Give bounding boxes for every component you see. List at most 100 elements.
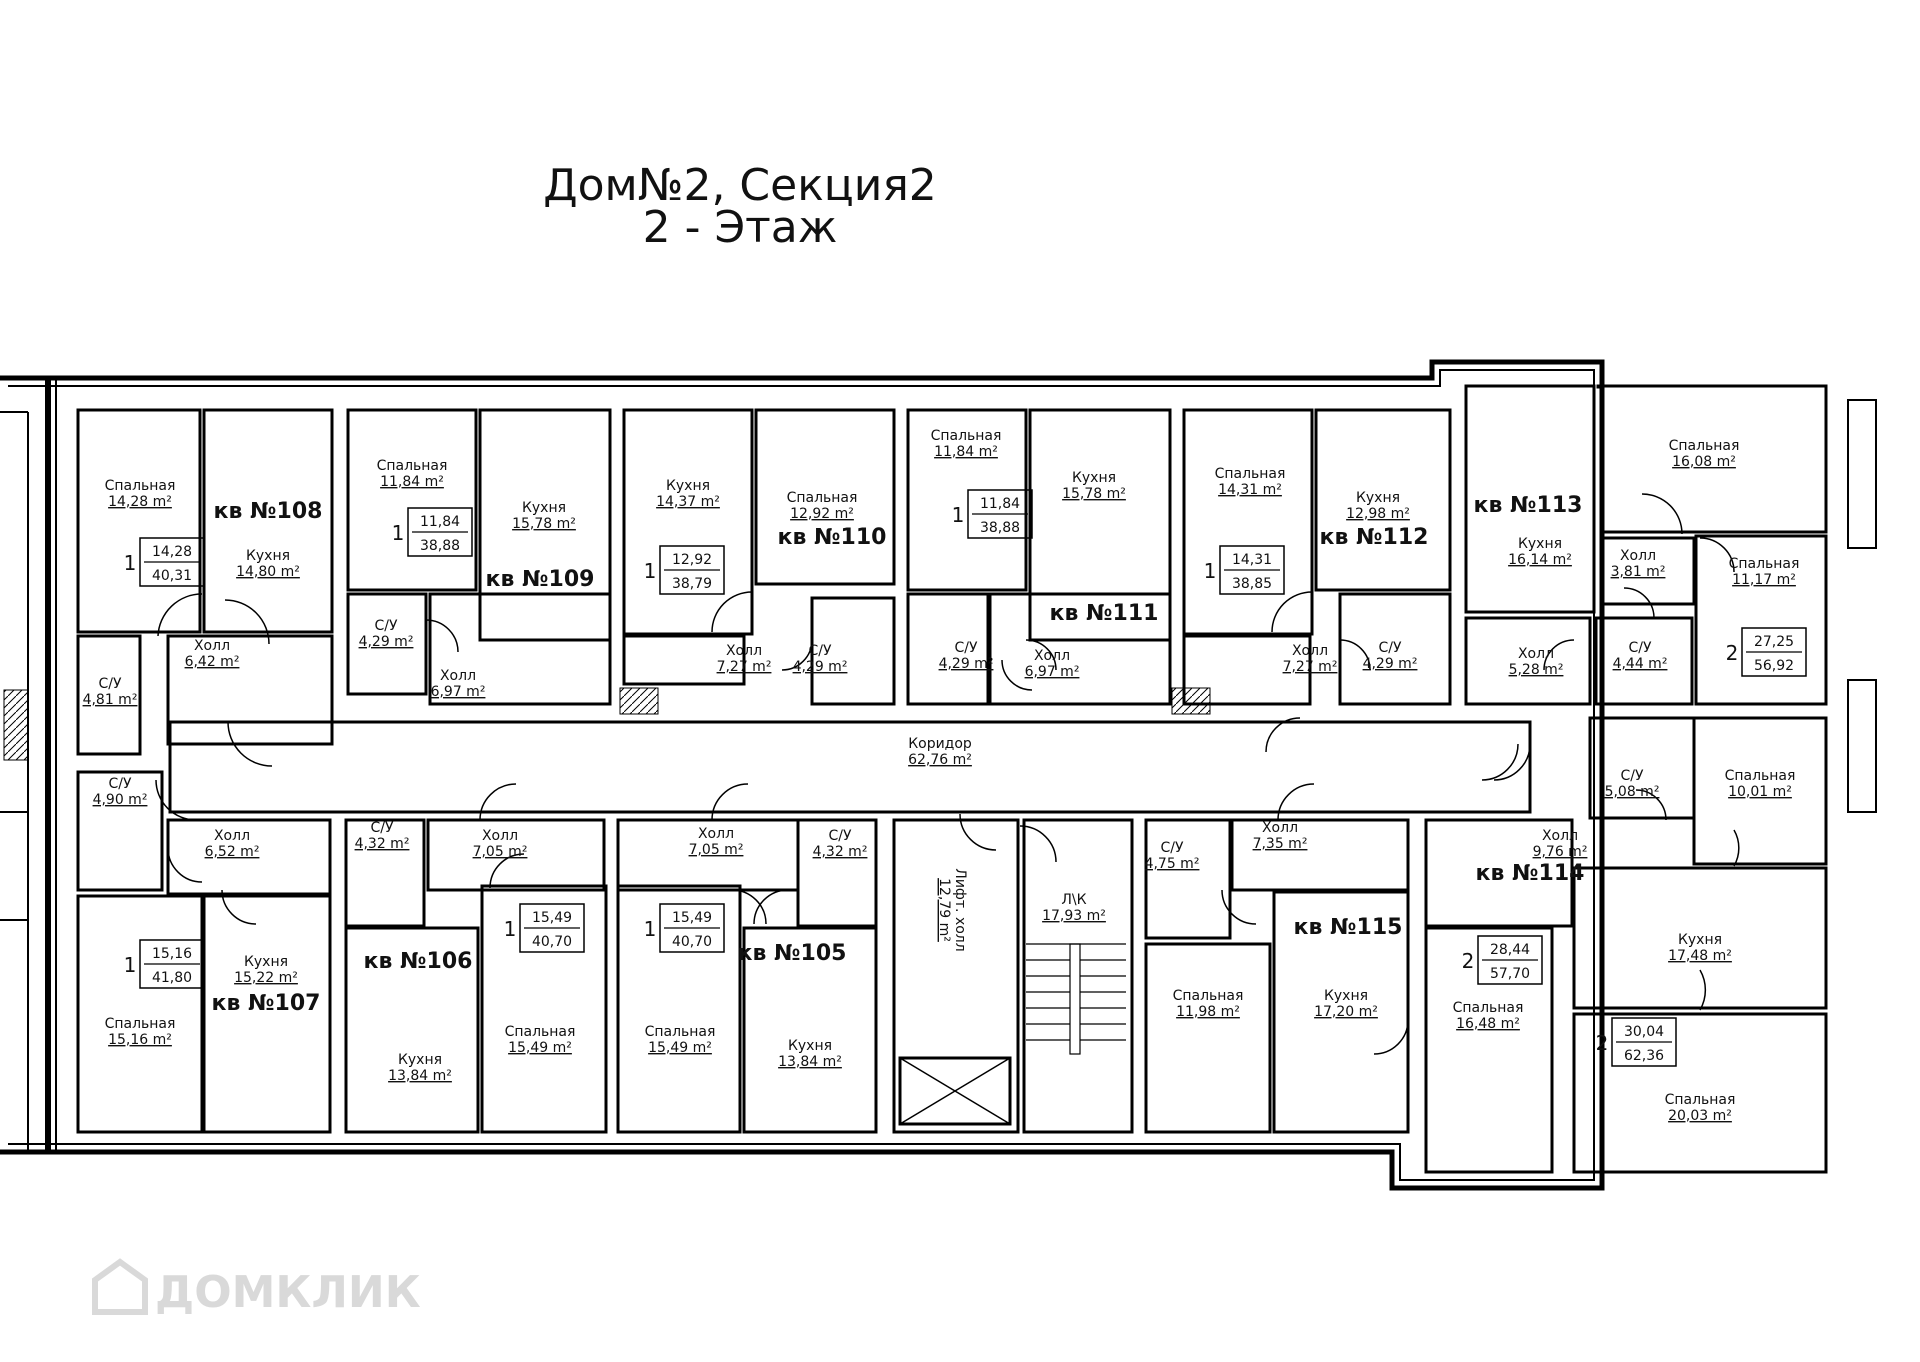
room-area: 11,84 m² [380, 474, 444, 490]
tag-frame [407, 507, 473, 557]
floor-label: 2 - Этаж [643, 202, 838, 253]
room-area: 4,29 m² [359, 634, 414, 650]
room-name: Холл [698, 826, 734, 842]
apartment-summary-tag [139, 939, 205, 989]
living-area: 27,25 [1754, 634, 1794, 650]
room-name: Холл [1542, 828, 1578, 844]
living-area: 11,84 [980, 496, 1020, 512]
room-name: Спальная [377, 458, 448, 474]
room-name: Холл [440, 668, 476, 684]
room-area: 15,78 m² [512, 516, 576, 532]
room-area: 16,14 m² [1508, 552, 1572, 568]
room-name: С/У [370, 820, 393, 836]
room-area: 4,29 m² [793, 659, 848, 675]
room-area: 14,31 m² [1218, 482, 1282, 498]
room-area: 14,28 m² [108, 494, 172, 510]
tag-frame [139, 939, 205, 989]
room-area: 17,20 m² [1314, 1004, 1378, 1020]
room-name: Спальная [931, 428, 1002, 444]
room-name: Спальная [105, 1016, 176, 1032]
tag-frame [659, 545, 725, 595]
stairs-area: 17,93 m² [1042, 908, 1106, 924]
room-name: С/У [808, 643, 831, 659]
apartment-number: кв №114 [1476, 861, 1585, 886]
room-name: Спальная [1453, 1000, 1524, 1016]
room-area: 4,81 m² [83, 692, 138, 708]
room-name: Кухня [522, 500, 566, 516]
room-name: С/У [1628, 640, 1651, 656]
duct-hatch [1171, 687, 1211, 715]
room-name: С/У [1160, 840, 1183, 856]
room-count: 2 [1596, 1031, 1609, 1055]
room-name: Спальная [1173, 988, 1244, 1004]
room-name: Спальная [1669, 438, 1740, 454]
room-name: Холл [194, 638, 230, 654]
apartment-summary-tag [1611, 1017, 1677, 1067]
room-area: 15,49 m² [508, 1040, 572, 1056]
room-name: С/У [954, 640, 977, 656]
lift-hall-name: Лифт. холл [952, 868, 968, 951]
plan-title: Дом№2, Секция2 [543, 160, 937, 211]
total-area: 56,92 [1754, 658, 1794, 674]
room-area: 9,76 m² [1533, 844, 1588, 860]
tag-frame [1611, 1017, 1677, 1067]
room-name: Спальная [1729, 556, 1800, 572]
room-area: 6,52 m² [205, 844, 260, 860]
room-area: 4,32 m² [813, 844, 868, 860]
room-name: Холл [726, 643, 762, 659]
corridor-area: 62,76 m² [908, 752, 972, 768]
apartment-number: кв №106 [364, 949, 473, 974]
total-area: 38,79 [672, 576, 712, 592]
room-name: Спальная [1725, 768, 1796, 784]
room-area: 7,05 m² [689, 842, 744, 858]
room-area: 11,17 m² [1732, 572, 1796, 588]
total-area: 40,31 [152, 568, 192, 584]
room-name: Холл [482, 828, 518, 844]
room-name: Спальная [645, 1024, 716, 1040]
room-area: 3,81 m² [1611, 564, 1666, 580]
tag-frame [967, 489, 1033, 539]
room-name: Холл [1292, 643, 1328, 659]
room-count: 2 [1462, 949, 1475, 973]
room-name: С/У [1620, 768, 1643, 784]
total-area: 62,36 [1624, 1048, 1664, 1064]
living-area: 11,84 [420, 514, 460, 530]
room-area: 13,84 m² [778, 1054, 842, 1070]
lift-hall-area: 12,79 m² [936, 878, 952, 942]
building-outline [0, 359, 1877, 1191]
living-area: 14,28 [152, 544, 192, 560]
stairs-name: Л\К [1061, 892, 1086, 908]
apartment-number: кв №112 [1320, 525, 1429, 550]
room-name: Кухня [246, 548, 290, 564]
room-area: 4,32 m² [355, 836, 410, 852]
room-name: Холл [1034, 648, 1070, 664]
tag-frame [1219, 545, 1285, 595]
room-area: 14,80 m² [236, 564, 300, 580]
room-name: Кухня [666, 478, 710, 494]
room-count: 1 [504, 917, 517, 941]
room-area: 6,42 m² [185, 654, 240, 670]
living-area: 14,31 [1232, 552, 1272, 568]
room-name: С/У [108, 776, 131, 792]
apartment-summary-tag [1219, 545, 1285, 595]
room-count: 2 [1726, 641, 1739, 665]
room-area: 4,29 m² [1363, 656, 1418, 672]
total-area: 40,70 [672, 934, 712, 950]
room-area: 7,27 m² [1283, 659, 1338, 675]
apartment-summary-tag [659, 545, 725, 595]
balcony-hatch [3, 689, 29, 761]
room-area: 10,01 m² [1728, 784, 1792, 800]
living-area: 28,44 [1490, 942, 1530, 958]
room-outlines [76, 384, 1828, 1174]
total-area: 41,80 [152, 970, 192, 986]
room-name: Спальная [105, 478, 176, 494]
room-area: 17,48 m² [1668, 948, 1732, 964]
room-name: Спальная [505, 1024, 576, 1040]
room-count: 1 [644, 559, 657, 583]
room-name: Холл [1620, 548, 1656, 564]
apartment-summary-tag [407, 507, 473, 557]
room-name: Кухня [1356, 490, 1400, 506]
apartment-number: кв №110 [778, 525, 887, 550]
